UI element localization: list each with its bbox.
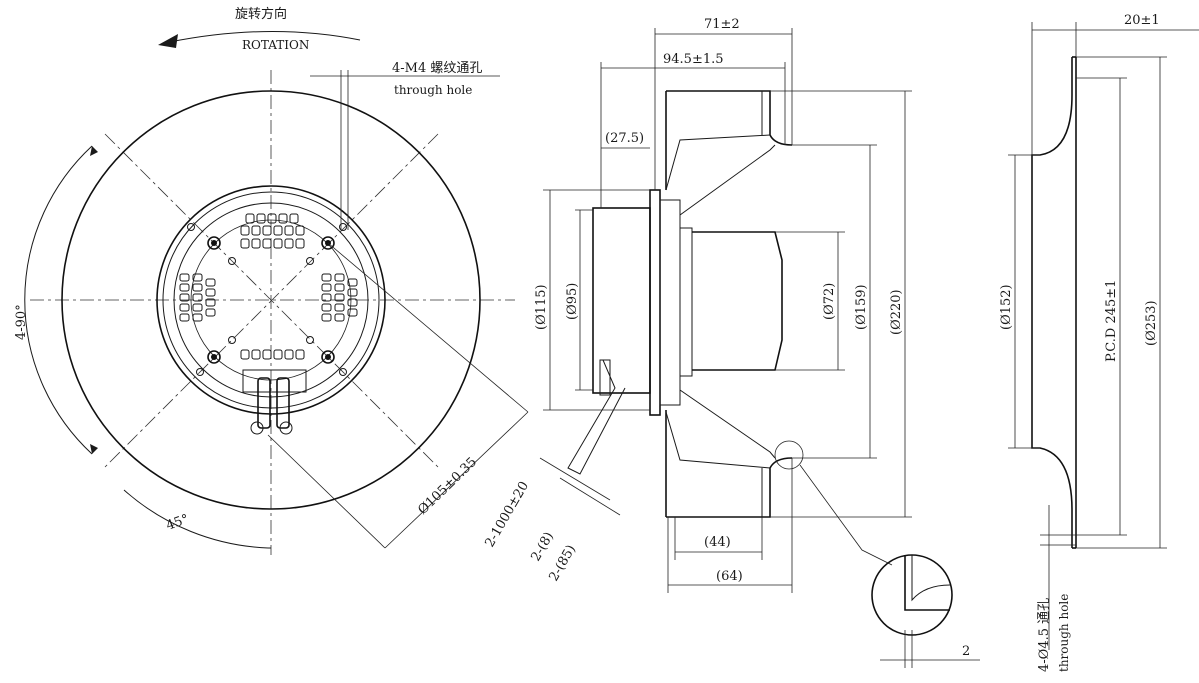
dim-64: (64) [716, 569, 743, 584]
angle-4x90-label: 4-90° [14, 304, 29, 340]
cable [567, 359, 626, 475]
dim-95: (Ø95) [565, 283, 580, 320]
hole-4-4-5: 4-Ø4.5 通孔 [1037, 598, 1052, 672]
m4-hole-label: 4-M4 螺纹通孔 [392, 61, 482, 76]
dim-72: (Ø72) [822, 283, 837, 320]
dim-71: 71±2 [704, 17, 740, 32]
detail-marker-circle [774, 440, 804, 470]
dia105-ext-2 [267, 434, 386, 549]
m4-holes [187, 223, 347, 376]
dim-115: (Ø115) [534, 284, 549, 330]
motor-housing [592, 207, 651, 394]
angle-arc-45 [123, 489, 269, 549]
inlet-ring-profile [1031, 57, 1073, 548]
motor-ring-3 [173, 202, 369, 398]
dim-220: (Ø220) [889, 289, 904, 335]
side-view [539, 28, 980, 668]
cooling-slots [179, 213, 358, 360]
dim-20: 20±1 [1124, 13, 1160, 28]
blade-top [665, 134, 771, 191]
dim-94-5: 94.5±1.5 [663, 52, 724, 67]
rotation-arc [169, 31, 361, 43]
dim-2: 2 [962, 644, 970, 659]
impeller-bottom-shroud [666, 457, 793, 518]
dia105-dim-line [384, 411, 529, 549]
rotor-hub [692, 231, 783, 371]
through-hole-label: through hole [394, 83, 472, 97]
mounting-flange [649, 189, 661, 416]
dim-253: (Ø253) [1144, 300, 1159, 346]
angle-45-label: 45° [164, 512, 191, 534]
dim-44: (44) [704, 535, 731, 550]
dim-159: (Ø159) [854, 284, 869, 330]
dim-27-5: (27.5) [605, 131, 644, 146]
rotation-label: ROTATION [242, 38, 309, 52]
detail-leader [799, 464, 893, 566]
motor-outer-ring [156, 185, 386, 415]
motor-ring-2 [162, 191, 380, 409]
front-view [24, 31, 529, 555]
diameter-105-label: Ø105±0.35 [415, 455, 480, 518]
dia105-ext-1 [327, 242, 529, 413]
dim-2-8: 2-(8) [528, 530, 557, 564]
angle-arc-90 [24, 145, 93, 455]
dim-2-85: 2-(85) [546, 542, 579, 584]
rotation-arrowhead [158, 34, 178, 48]
inlet-through-hole: through hole [1057, 594, 1071, 672]
impeller-outer-circle [61, 90, 481, 510]
front-diagonal-centerline-2 [104, 133, 439, 468]
bolt-circle [190, 219, 352, 381]
dim-152: (Ø152) [999, 284, 1014, 330]
rotation-cn-label: 旋转方向 [235, 6, 287, 22]
pcd-245: P.C.D 245±1 [1104, 280, 1119, 362]
cable-gland [242, 369, 307, 435]
cable-length: 2-1000±20 [482, 479, 532, 550]
inlet-ring-view [1008, 22, 1199, 650]
